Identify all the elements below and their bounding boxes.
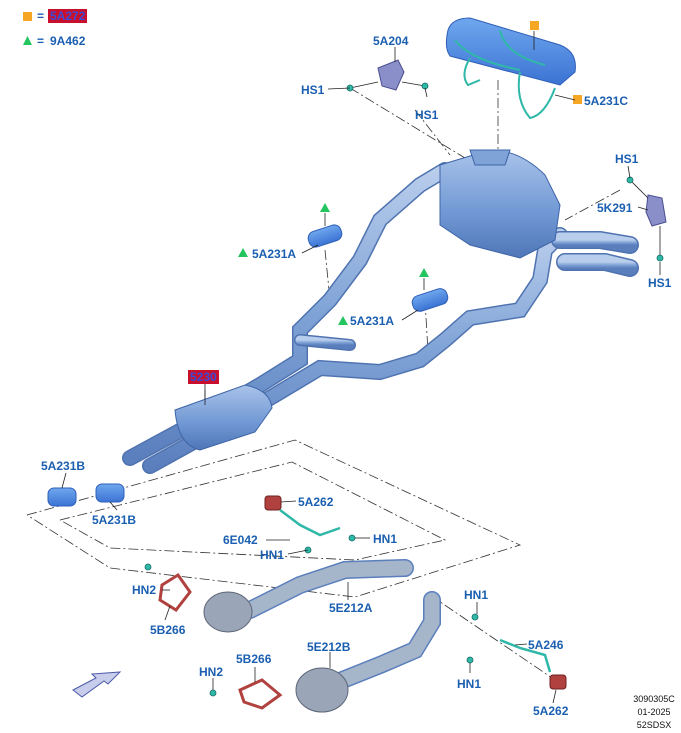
catalytic-converter-5E212B bbox=[295, 591, 441, 713]
gasket-5B266-lower bbox=[238, 678, 283, 710]
legend-square-code: 5A272 bbox=[48, 9, 88, 23]
callout-square-marker bbox=[573, 95, 582, 104]
callout-HS1-b: HS1 bbox=[415, 108, 439, 122]
callout-HN2-lower: HN2 bbox=[199, 665, 224, 679]
callout-triangle-marker bbox=[338, 316, 348, 325]
callout-5A231B-right: 5A231B bbox=[92, 513, 137, 527]
isolator-5A262-lower bbox=[549, 674, 567, 690]
callout-5A231C: 5A231C bbox=[584, 94, 629, 108]
callout-HS1-d: HS1 bbox=[648, 276, 672, 290]
callout-HS1-a: HS1 bbox=[301, 83, 325, 97]
callout-5E212A: 5E212A bbox=[329, 601, 373, 615]
legend-triangle-equals: = bbox=[37, 34, 45, 48]
callout-HN1-d: HN1 bbox=[457, 677, 482, 691]
callout-HS1-c: HS1 bbox=[615, 152, 639, 166]
callout-5B266-lower: 5B266 bbox=[236, 652, 272, 666]
drawing-date: 01-2025 bbox=[637, 707, 671, 717]
legend-triangle-symbol bbox=[23, 36, 32, 45]
callout-5K291: 5K291 bbox=[597, 201, 633, 215]
legend-square-symbol bbox=[23, 12, 32, 21]
resonator bbox=[174, 384, 273, 451]
clamp-5A231B-left bbox=[47, 487, 77, 507]
callout-5B266-upper: 5B266 bbox=[150, 623, 186, 637]
gasket-5B266-upper bbox=[158, 572, 192, 612]
callout-HN1-b: HN1 bbox=[260, 548, 285, 562]
legend-square-equals: = bbox=[37, 9, 45, 23]
drawing-number: 3090305C bbox=[633, 694, 675, 704]
callout-triangle-marker bbox=[238, 248, 248, 257]
hanger-5A246 bbox=[499, 638, 552, 673]
callout-5230: 5230 bbox=[188, 370, 219, 384]
legend-triangle-code: 9A462 bbox=[50, 34, 86, 48]
hanger-6E042 bbox=[279, 509, 341, 537]
callout-triangle-marker bbox=[320, 203, 330, 212]
callout-5E212B: 5E212B bbox=[307, 640, 351, 654]
isolator-5A262-upper bbox=[264, 495, 282, 511]
callout-5A246: 5A246 bbox=[528, 638, 564, 652]
callout-HN1-a: HN1 bbox=[373, 532, 398, 546]
callout-5A231B-left: 5A231B bbox=[41, 459, 86, 473]
callout-HN2-upper: HN2 bbox=[132, 583, 157, 597]
callout-5A204: 5A204 bbox=[373, 34, 409, 48]
callout-square-marker bbox=[530, 21, 539, 30]
leader-lines bbox=[61, 31, 661, 704]
drawing-info: 3090305C 01-2025 52SDSX bbox=[628, 693, 680, 732]
fasteners bbox=[144, 82, 664, 697]
callout-5A262-upper: 5A262 bbox=[298, 495, 334, 509]
callout-5A231A-lower: 5A231A bbox=[350, 314, 395, 328]
bracket-5A204 bbox=[349, 59, 426, 91]
callout-HN1-c: HN1 bbox=[464, 588, 489, 602]
drawing-model-code: 52SDSX bbox=[636, 720, 672, 730]
callout-triangle-marker bbox=[419, 268, 429, 277]
callout-6E042: 6E042 bbox=[223, 533, 258, 547]
callout-5A231A-upper: 5A231A bbox=[252, 247, 297, 261]
sleeve-clamp-5A231A-lower bbox=[411, 288, 449, 312]
heat-shield-5A231C bbox=[445, 17, 576, 120]
rear-muffler bbox=[439, 149, 561, 259]
catalytic-converter-5E212A bbox=[203, 559, 414, 633]
sleeve-clamp-5A231A-upper bbox=[307, 224, 343, 248]
callout-5A262-lower: 5A262 bbox=[533, 704, 569, 718]
clamp-5A231B-right bbox=[95, 483, 125, 503]
front-direction-arrow bbox=[72, 671, 122, 698]
